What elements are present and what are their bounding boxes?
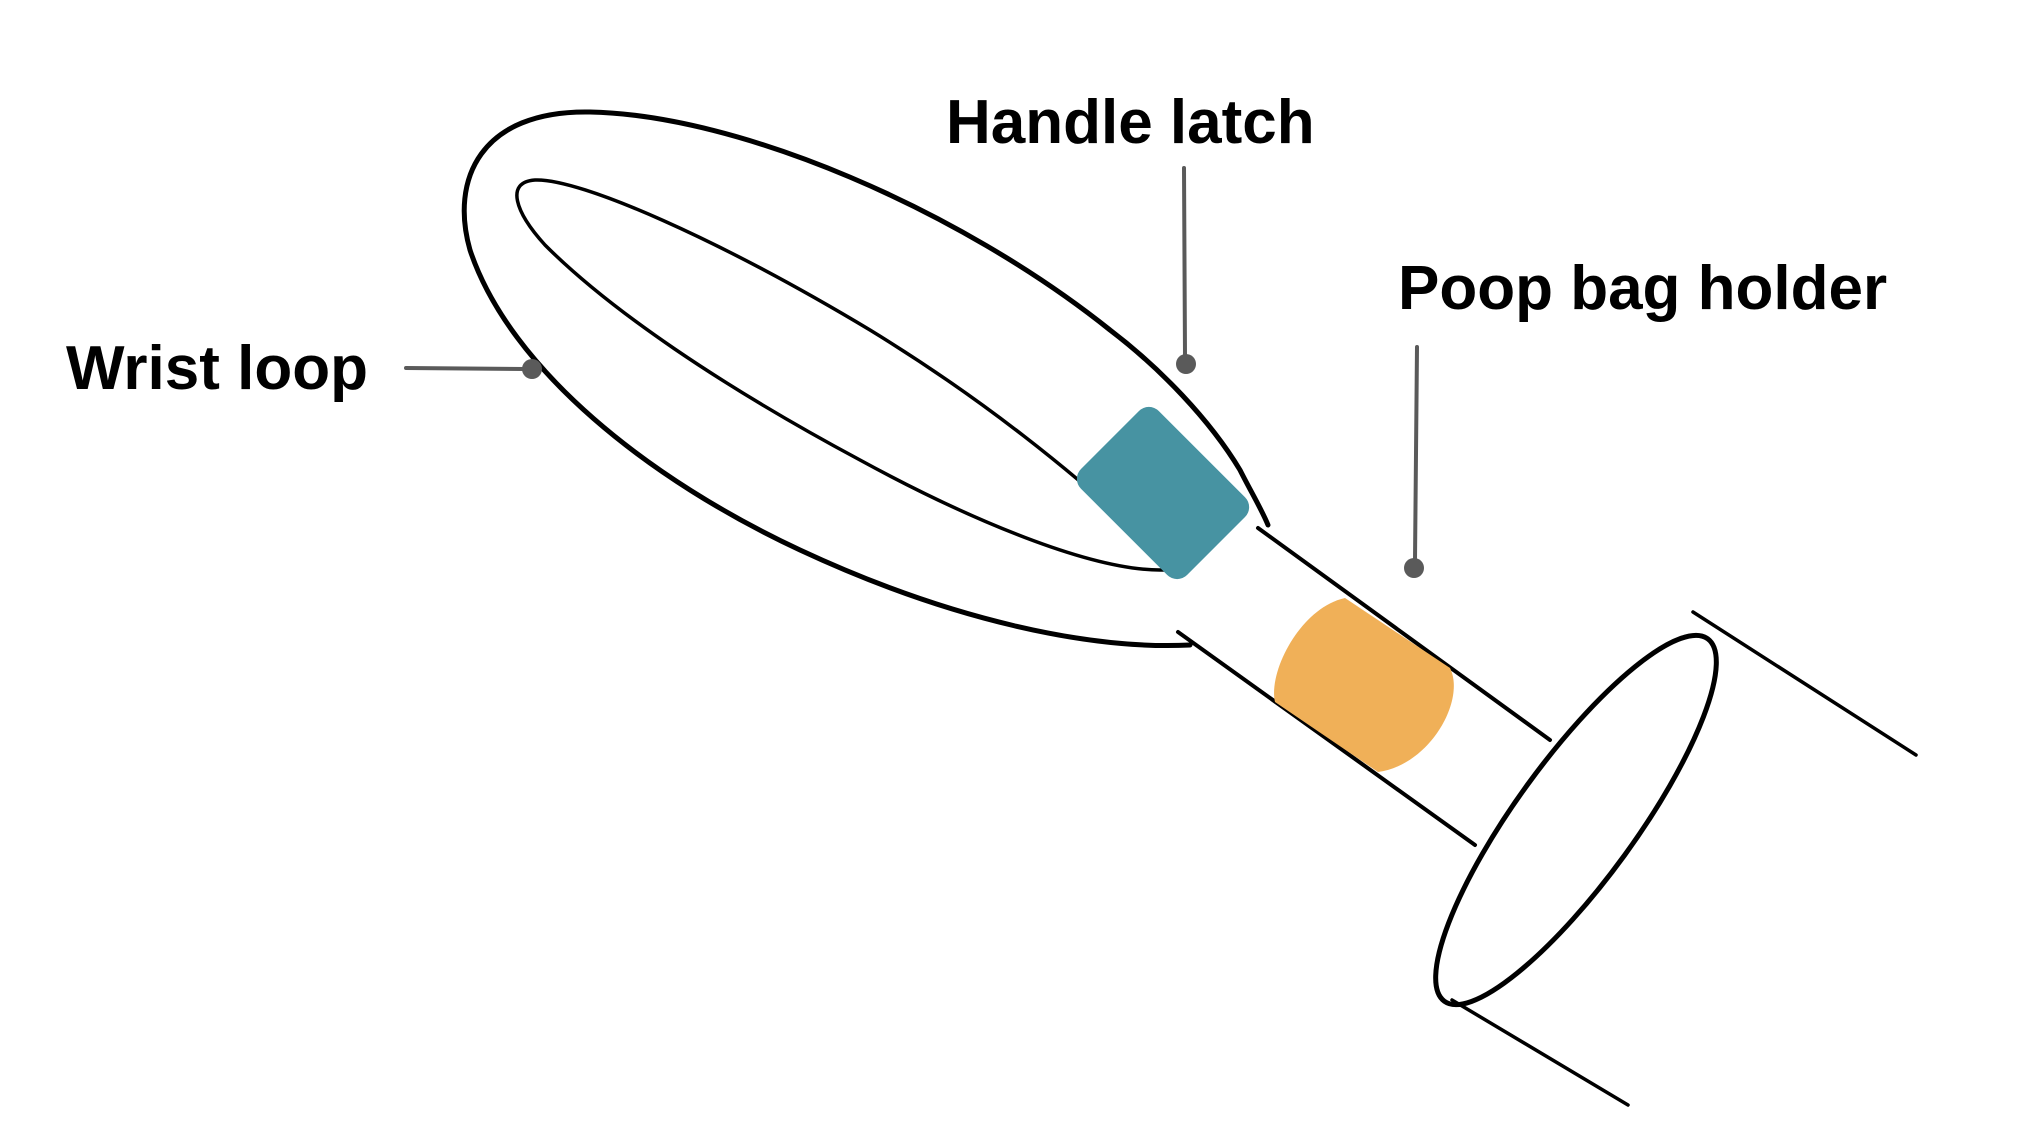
handle-latch-label: Handle latch [946, 88, 1315, 157]
wrist-loop-leader [404, 359, 542, 379]
scoop-rim [1433, 632, 1719, 1008]
handle-latch-leader [1176, 166, 1196, 374]
poop-bag-holder-leader [1404, 345, 1424, 578]
scoop-body-bottom-line [1450, 998, 1630, 1107]
poop-bag-holder-label: Poop bag holder [1398, 254, 1888, 323]
shaft-upper-line [1256, 526, 1552, 742]
wrist-loop-inner-outline [515, 178, 1186, 572]
shaft-lower-line [1176, 630, 1477, 847]
poop-bag-holder [1274, 598, 1454, 772]
handle-latch [1076, 406, 1250, 580]
wrist-loop-outer-outline [461, 109, 1271, 648]
scoop-body-top-line [1691, 610, 1918, 757]
wrist-loop-label: Wrist loop [66, 334, 368, 403]
